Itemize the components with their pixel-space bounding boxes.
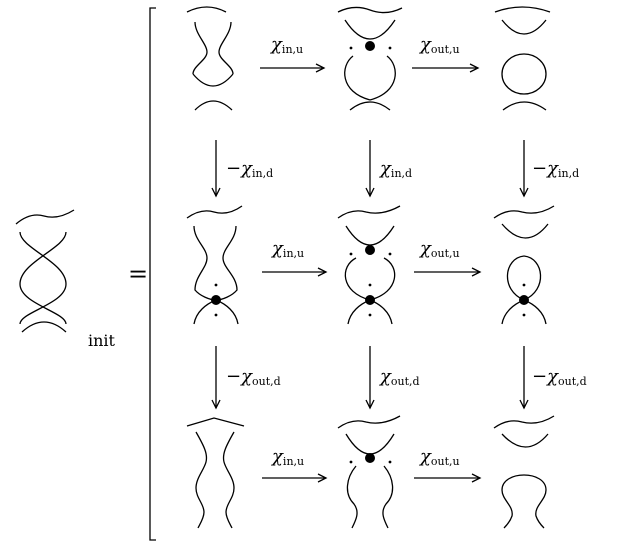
r1c2-mark-left	[349, 46, 353, 50]
r3-arrow-left-head	[317, 473, 328, 483]
r1c1-strand-right	[218, 21, 234, 75]
r3c3-cup	[501, 433, 549, 448]
r2-arrow-left-head	[317, 267, 328, 277]
r1c3-diagram	[494, 6, 551, 111]
r1c2-diagram	[337, 6, 403, 111]
r1-arrow-right-head	[469, 63, 480, 73]
d1-mid-label: χin,d	[380, 158, 413, 180]
equals-sign: =	[128, 260, 149, 288]
r2c3-loop-right	[523, 255, 542, 301]
r2c1-vertex-dot	[211, 295, 221, 305]
r1c1-strand-left	[192, 21, 208, 75]
lhs-bottom-arc	[21, 321, 67, 333]
r1-left-label: χin,u	[271, 34, 304, 56]
d2-right-label: −χout,d	[532, 366, 587, 388]
r2c2-loop-right	[369, 257, 396, 301]
r1c2-strand-left	[344, 55, 371, 101]
r2c2-mark-tl	[349, 252, 353, 256]
d1-arrow-mid-head	[365, 187, 375, 198]
r1c3-cup	[501, 19, 547, 35]
r2c3-mark-top	[522, 283, 526, 287]
r2-left-label: χin,u	[272, 238, 305, 260]
r1c2-strand-right	[369, 55, 396, 101]
r1c1-bottom-arc	[194, 100, 233, 111]
lhs-diagram	[15, 209, 75, 333]
r1c1-lower-join	[192, 73, 234, 87]
d2-mid-label: χout,d	[380, 366, 420, 388]
r2c2-diagram	[337, 205, 401, 325]
r2c1-top-wavy	[186, 205, 243, 219]
r2c3-mark-bottom	[522, 313, 526, 317]
r1c2-top-wavy	[337, 6, 403, 14]
r3c2-top-wavy	[337, 415, 401, 429]
d1-arrow-left-head	[211, 187, 221, 198]
r3c2-diagram	[337, 415, 401, 529]
d2-arrow-left-head	[211, 399, 221, 410]
r2c3-cup	[501, 223, 549, 239]
init-label: init	[88, 331, 115, 350]
r2c1-strand-right	[215, 225, 238, 301]
r1c3-bottom-arc	[502, 101, 547, 111]
lhs-strand-b	[19, 231, 67, 325]
r1c3-loop	[501, 53, 547, 95]
lhs-strand-a	[19, 231, 67, 325]
r2c1-mark-bottom	[214, 313, 218, 317]
r3c3-cap-left-leg	[501, 489, 513, 529]
r2c3-vertex-dot	[519, 295, 529, 305]
r3c3-diagram	[493, 415, 555, 529]
r2c2-cup	[345, 225, 395, 246]
d1-right-label: −χin,d	[532, 158, 580, 180]
r3c2-cup	[345, 433, 395, 455]
d2-arrow-right-head	[519, 399, 529, 410]
d1-left-label: −χin,d	[226, 158, 274, 180]
r2c2-vertex-bottom	[365, 295, 375, 305]
r1c3-top-strand	[494, 6, 551, 13]
d2-left-label: −χout,d	[226, 366, 281, 388]
r2c3-diagram	[493, 205, 555, 325]
r3c1-strand-left	[195, 431, 208, 529]
r3-left-label: χin,u	[272, 446, 305, 468]
r3c2-strand-right	[382, 465, 394, 529]
r3c1-top-strand	[186, 417, 245, 427]
r3c1-diagram	[186, 417, 245, 529]
r1c2-bottom-arc	[349, 101, 391, 111]
r2c1-diagram	[186, 205, 243, 325]
r1c2-mark-right	[388, 46, 392, 50]
r1c1-diagram	[186, 6, 234, 111]
r1c2-vertex-dot	[365, 41, 375, 51]
r3c2-mark-right	[388, 460, 392, 464]
r3c3-cap	[501, 474, 547, 529]
r3-arrow-right-head	[471, 473, 482, 483]
r2c2-top-wavy	[337, 205, 401, 219]
r2c2-mark-mid	[368, 283, 372, 287]
r3c3-top-wavy	[493, 415, 555, 429]
r3c2-vertex-dot	[365, 453, 375, 463]
r2c3-top-wavy	[493, 205, 555, 219]
d1-arrow-right-head	[519, 187, 529, 198]
lhs-top-wavy-strand	[15, 209, 75, 225]
r1c1-top-strand	[186, 6, 227, 13]
r3-right-label: χout,u	[420, 446, 460, 468]
r2c3-loop-left	[506, 255, 525, 301]
r2c2-vertex-top	[365, 245, 375, 255]
r2c2-mark-bottom	[368, 313, 372, 317]
r1-right-label: χout,u	[420, 34, 460, 56]
r2c1-strand-left	[193, 225, 217, 301]
left-bracket	[149, 7, 156, 541]
r1-arrow-left-head	[315, 63, 326, 73]
r2c2-mark-tr	[388, 252, 392, 256]
r3c2-mark-left	[349, 460, 353, 464]
r1c2-cup	[344, 19, 396, 40]
r3c2-strand-left	[346, 465, 358, 529]
r2c2-loop-left	[344, 257, 371, 301]
r2-right-label: χout,u	[420, 238, 460, 260]
r2c1-mark-top	[214, 283, 218, 287]
r3c1-strand-right	[222, 431, 235, 529]
d2-arrow-mid-head	[365, 399, 375, 410]
r2-arrow-right-head	[471, 267, 482, 277]
